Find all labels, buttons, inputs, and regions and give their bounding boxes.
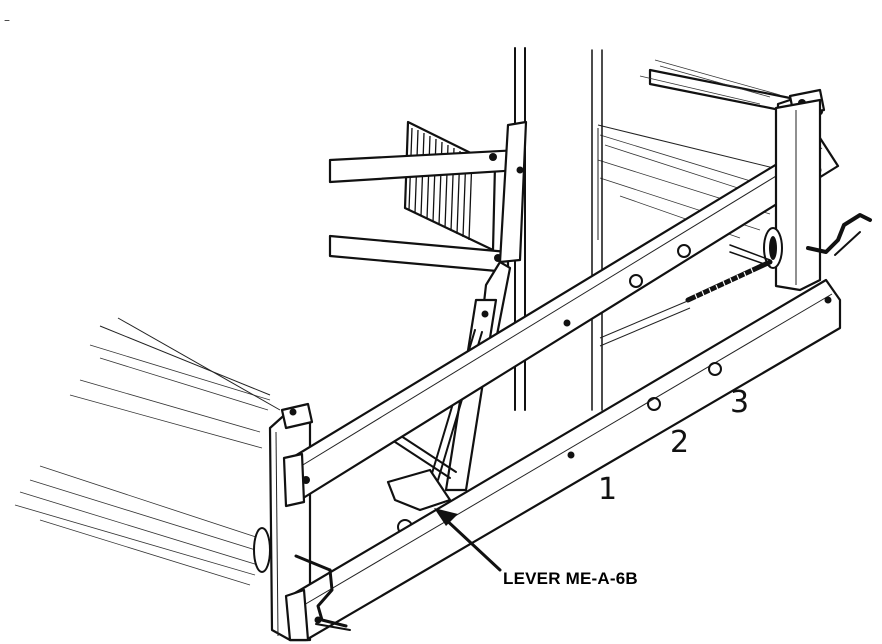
right-front-post [774, 98, 822, 292]
threaded-rod [599, 259, 773, 347]
hole-number-1: 1 [598, 472, 617, 507]
lever-callout-arrow [434, 508, 502, 572]
back-left-frame [14, 317, 281, 586]
hole-number-2: 2 [670, 425, 689, 460]
upper-front-rail [282, 136, 840, 508]
lever-label: LEVER ME-A-6B [503, 569, 638, 588]
lower-front-rail [284, 278, 842, 642]
hole-number-3: 3 [730, 385, 749, 420]
right-crank [729, 213, 872, 269]
left-crank [253, 527, 351, 631]
back-right-frame [597, 59, 792, 240]
corner-mark: – [4, 13, 10, 27]
